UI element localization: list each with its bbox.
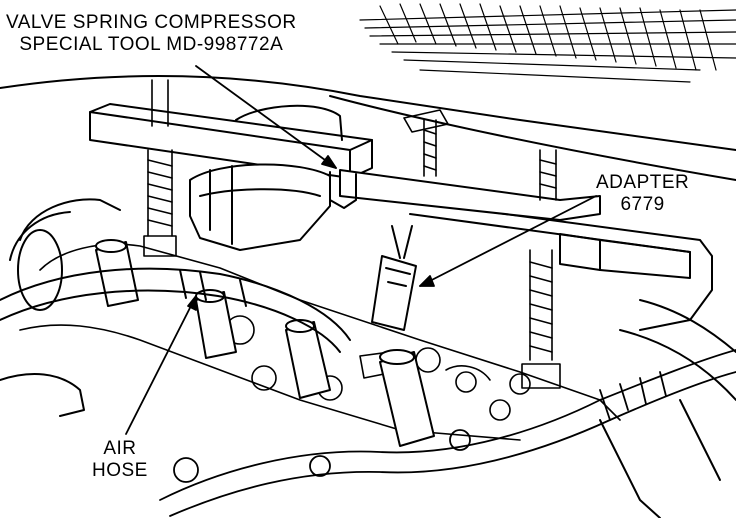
cowl-outline [0,75,736,151]
adapter-callout-line2: 6779 [620,194,665,215]
compressor-bar [89,103,601,221]
adapter-callout-line1: ADAPTER [596,172,690,193]
plug-boots [95,239,435,447]
tool-callout-line1: VALVE SPRING COMPRESSOR [6,12,297,33]
hose-leader [125,295,197,435]
adapter-tool [371,225,417,331]
air-hose-callout-line2: HOSE [92,460,148,481]
tool-callout: VALVE SPRING COMPRESSOR SPECIAL TOOL MD-… [6,12,297,56]
leader-lines [125,65,597,435]
hood-hatching [359,3,736,83]
threaded-rods [143,79,561,389]
cylinder-head-rail [399,199,713,331]
rear-panel [329,95,736,181]
wiring-harness [159,349,736,517]
air-hose-callout: AIR HOSE [92,438,148,482]
right-fender [619,329,736,401]
adapter-leader [419,195,597,287]
throttle-body [189,104,343,251]
left-assembly [0,198,121,417]
tool-leader [195,65,337,169]
air-hose-callout-line1: AIR [103,438,137,459]
tool-callout-line2: SPECIAL TOOL MD-998772A [19,34,284,55]
adapter-callout: ADAPTER 6779 [596,172,689,216]
